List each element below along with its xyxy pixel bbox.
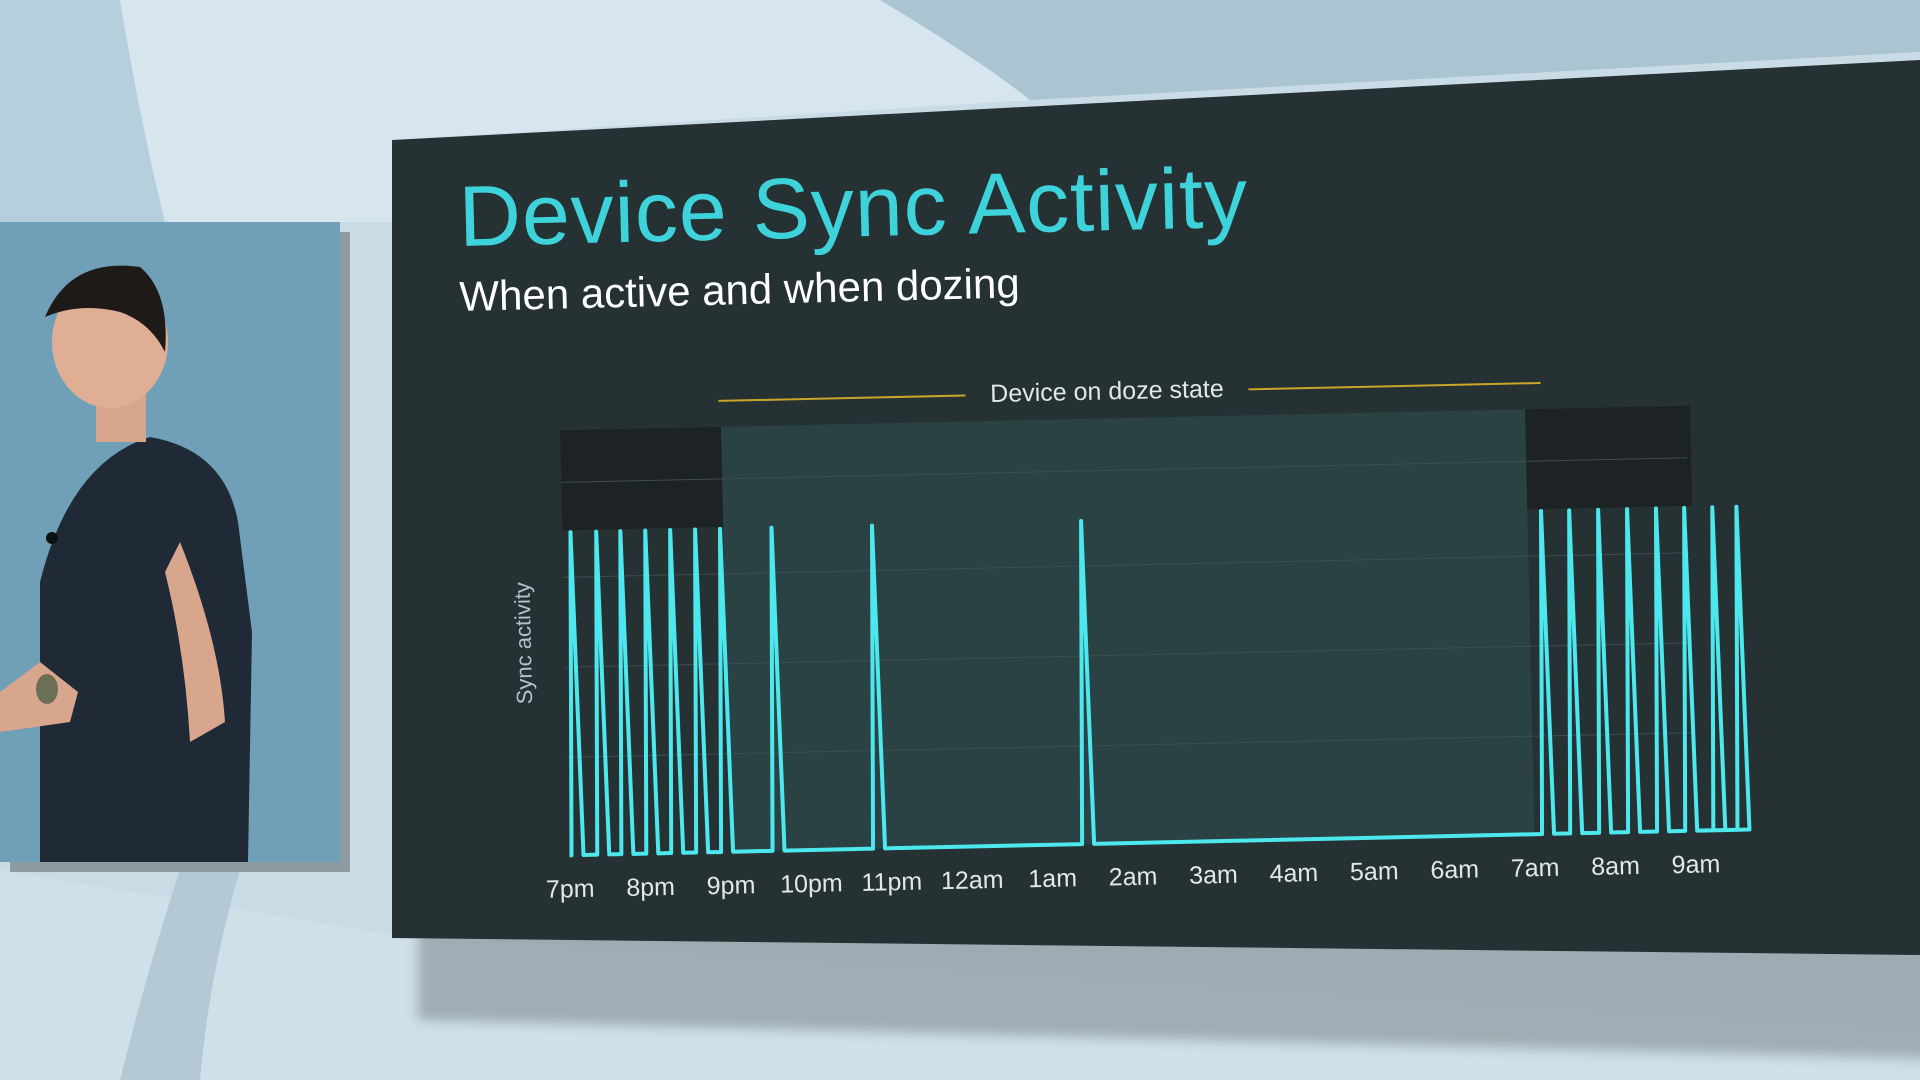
x-tick-label: 8pm (626, 873, 675, 902)
x-tick-label: 7am (1511, 854, 1560, 883)
doze-state-label: Device on doze state (990, 375, 1224, 408)
active-region-left (560, 426, 724, 531)
speaker-shirt (40, 437, 252, 862)
gridline (563, 552, 1690, 578)
doze-bracket-right (1248, 381, 1541, 391)
x-tick-label: 9am (1671, 850, 1720, 879)
x-tick-label: 4am (1269, 859, 1318, 888)
doze-bracket-left (718, 394, 966, 402)
gridline (561, 457, 1688, 483)
x-tick-label: 5am (1350, 857, 1399, 886)
gridline (567, 732, 1694, 758)
x-axis-tick-labels: 7pm 8pm 9pm 10pm 11pm 12am 1am 2am 3am 4am 5am 6am 7… (546, 850, 1721, 904)
sync-activity-line (568, 504, 1752, 858)
doze-region (721, 409, 1535, 852)
gridline (565, 642, 1692, 668)
bg-panel-upper (120, 0, 1030, 222)
x-tick-label: 7pm (546, 875, 595, 904)
y-axis-label: Sync activity (510, 582, 538, 705)
x-tick-label: 12am (941, 866, 1004, 895)
bg-curve-left (0, 0, 165, 222)
x-tick-label: 2am (1108, 862, 1157, 891)
speaker-watch (36, 674, 58, 704)
x-tick-label: 9pm (706, 871, 755, 900)
speaker-arm (165, 542, 225, 742)
x-tick-label: 1am (1028, 864, 1077, 893)
active-region-right (1525, 405, 1693, 510)
speaker-figure (0, 265, 252, 862)
bg-panel-top-right (880, 0, 1920, 100)
speaker-hair (45, 265, 166, 352)
gridlines (561, 457, 1694, 758)
x-tick-label: 11pm (861, 868, 922, 897)
x-tick-label: 8am (1591, 852, 1640, 881)
speaker-video-panel (0, 222, 340, 862)
x-tick-label: 3am (1189, 861, 1238, 890)
bg-curve-bottom (120, 870, 240, 1080)
speaker-microphone (46, 532, 58, 544)
x-tick-label: 10pm (780, 869, 843, 898)
x-tick-label: 6am (1430, 855, 1479, 884)
